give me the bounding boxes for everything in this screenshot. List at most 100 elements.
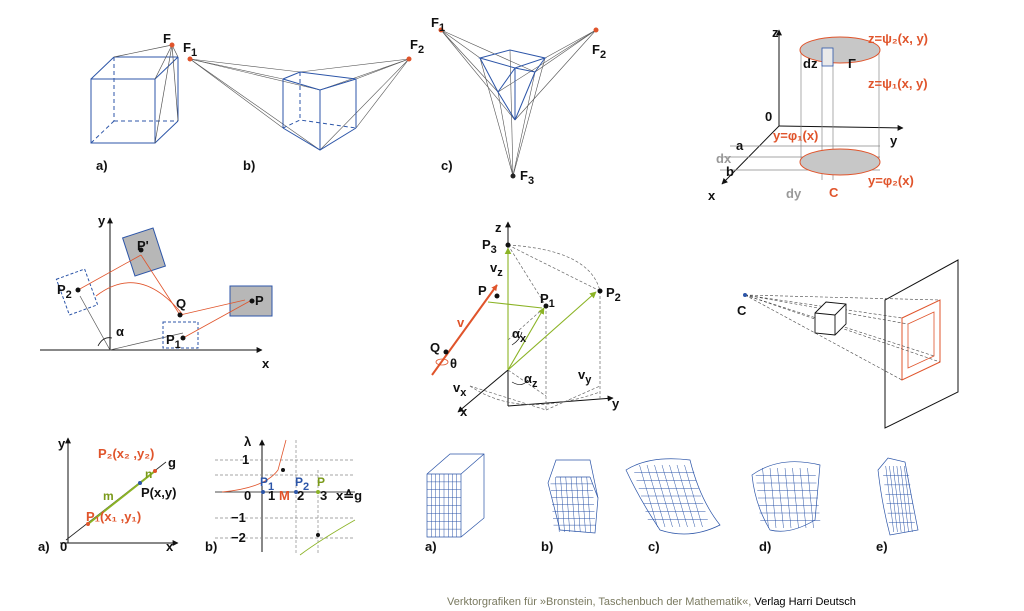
theta-label: θ	[450, 356, 457, 371]
grid-line	[576, 476, 581, 533]
psi2-label: z=ψ₂(x, y)	[868, 31, 928, 46]
panel-label-c: c)	[441, 158, 453, 173]
focus-label-f1: F1	[183, 40, 197, 59]
grid-cube-b	[547, 459, 599, 534]
point-q-label: Q	[176, 296, 186, 311]
grid-line	[792, 467, 799, 529]
panel-label-a: a)	[38, 539, 50, 554]
axis-label-x: x	[262, 356, 270, 371]
credit-line: Verktorgrafiken für »Bronstein, Taschenb…	[447, 596, 856, 608]
grid-cubes	[426, 453, 919, 538]
x-tick-3: 3	[320, 488, 327, 503]
point-p-label: P	[255, 293, 264, 308]
point-p2-label: P2	[606, 285, 621, 304]
axis-label-x: x	[708, 188, 716, 203]
point-p1-label: P1	[166, 332, 181, 351]
triple-integral-panel: z y x 0 a b dx dy dz Γ C z=ψ₂(x, y) z=ψ₁…	[708, 25, 928, 203]
grid-line	[586, 476, 591, 533]
line-g-label: g	[168, 455, 176, 470]
x-axis-label: x≙g	[336, 488, 362, 503]
grid-label-d: d)	[759, 539, 771, 554]
grid-line	[904, 465, 913, 533]
focus-label-f2: F2	[410, 37, 424, 56]
lambda-panel: λ 1 0 −1 −2 1 2 3 x≙g P1 P2 P M b)	[205, 434, 362, 556]
point-p2-label: P2	[57, 282, 72, 301]
tick-minus2: −2	[231, 530, 246, 545]
vector-v-label: v	[457, 315, 465, 330]
c-label: C	[829, 185, 839, 200]
point-p3-label: P3	[482, 237, 497, 256]
vx-label: vx	[453, 380, 467, 399]
grid-label-e: e)	[876, 539, 888, 554]
publisher: Verlag Harri Deutsch	[754, 596, 856, 608]
grid-line	[684, 464, 703, 528]
center-c-label: C	[737, 303, 747, 318]
grid-line	[896, 465, 906, 533]
rotation-panel: y x α P P1 P2 P' Q	[40, 213, 273, 371]
phi1-label: y=φ₁(x)	[773, 128, 818, 143]
grid-label-a: a)	[425, 539, 437, 554]
axis-label-y: y	[58, 436, 66, 451]
perspective-panel-c: F1 F2 F3 c)	[431, 15, 606, 187]
tick-0: 0	[244, 488, 251, 503]
grid-line	[885, 465, 894, 533]
point-p2-label: P2	[295, 475, 309, 493]
x-tick-1: 1	[268, 488, 275, 503]
focus-label-f3: F3	[520, 168, 534, 187]
grid-label-b: b)	[541, 539, 553, 554]
panel-label-b: b)	[243, 158, 255, 173]
grid-cube-c	[625, 458, 721, 535]
point-q-label: Q	[430, 340, 440, 355]
axis-label-z: z	[495, 220, 502, 235]
psi1-label: z=ψ₁(x, y)	[868, 76, 928, 91]
point-p1-label: P1	[540, 291, 555, 310]
point-p1-label: P₁(x₁ ,y₁)	[86, 509, 141, 524]
grid-labels: a) b) c) d) e)	[425, 539, 888, 554]
grid-line	[900, 465, 909, 533]
dx-label: dx	[716, 151, 732, 166]
panel-label-a: a)	[96, 158, 108, 173]
vector-panel: z y x P P1 P2 P3 Q v vz vx vy αx αz θ	[430, 220, 621, 419]
point-p-label: P	[317, 475, 325, 489]
focus-label-f: F	[163, 31, 171, 46]
axis-label-z: z	[772, 25, 779, 40]
focus-label-f2: F2	[592, 42, 606, 61]
ratio-n-label: n	[145, 467, 152, 481]
x-tick-2: 2	[297, 488, 304, 503]
grid-line	[892, 465, 902, 533]
grid-cube-e	[877, 457, 919, 536]
vz-label: vz	[490, 260, 503, 279]
axis-label-y: y	[612, 396, 620, 411]
grid-line	[669, 464, 688, 528]
point-p1-label: P1	[260, 475, 274, 493]
dy-label: dy	[786, 186, 802, 201]
phi2-label: y=φ₂(x)	[868, 173, 914, 188]
point-m-label: M	[279, 488, 290, 503]
grid-line	[807, 467, 814, 529]
ratio-m-label: m	[103, 489, 114, 503]
gamma-label: Γ	[848, 56, 856, 71]
lambda-label: λ	[244, 434, 252, 449]
origin-label: 0	[60, 539, 67, 554]
grid-label-c: c)	[648, 539, 660, 554]
grid-line	[676, 464, 696, 528]
axis-label-x: x	[460, 404, 468, 419]
axis-label-y: y	[890, 133, 898, 148]
grid-line	[799, 467, 807, 529]
alpha-label: α	[116, 324, 124, 339]
panel-label-b: b)	[205, 539, 217, 554]
grid-cube-d	[751, 461, 821, 532]
alpha-z-label: αz	[524, 371, 538, 390]
grid-cube-a	[426, 453, 485, 538]
perspective-panel-a: F a)	[90, 31, 179, 173]
point-pprime-label: P'	[137, 238, 149, 253]
tick-minus1: −1	[231, 510, 246, 525]
perspective-panel-b: F1 F2 b)	[183, 37, 424, 173]
projection-panel: C	[737, 259, 959, 429]
line-panel: y x 0 g P(x,y) m n P₂(x₂ ,y₂) P₁(x₁ ,y₁)…	[38, 436, 179, 554]
focus-label-f1: F1	[431, 15, 445, 34]
alpha-x-label: αx	[512, 326, 527, 345]
dz-label: dz	[803, 56, 818, 71]
grid-line	[581, 476, 586, 533]
